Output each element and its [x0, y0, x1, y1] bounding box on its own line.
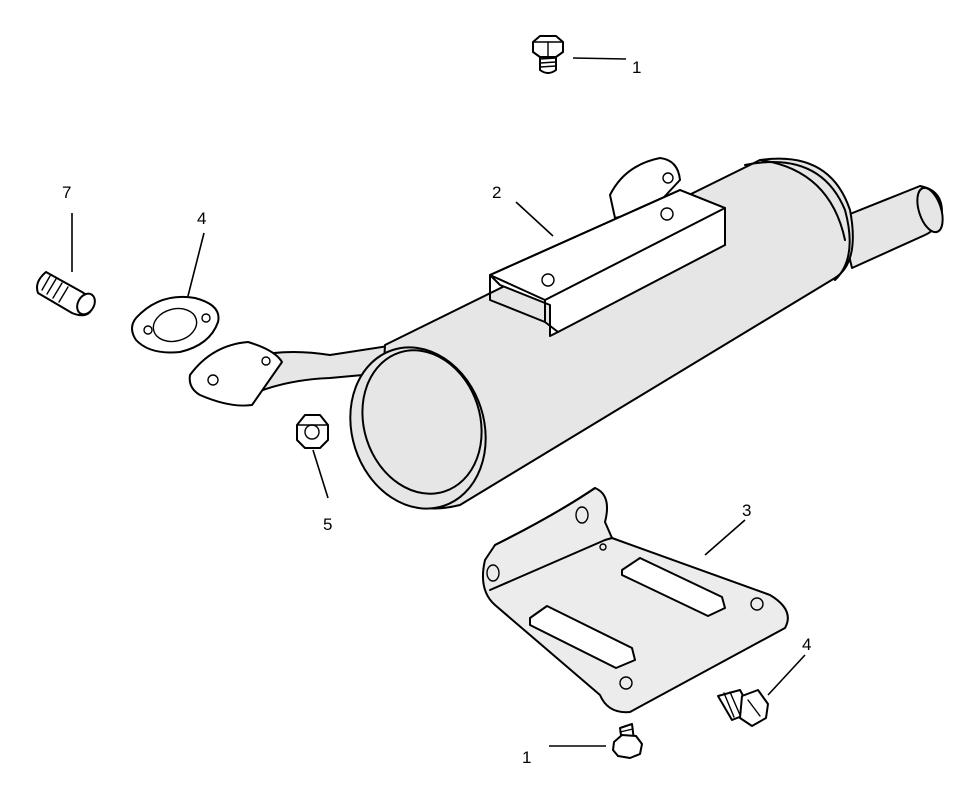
- bolt-right-part: [717, 689, 769, 727]
- callout-2: 2: [492, 183, 501, 202]
- leader-5: [312, 449, 329, 499]
- callout-4-bolt: 4: [802, 635, 811, 654]
- callout-1-bottom: 1: [522, 748, 531, 767]
- callout-7: 7: [62, 183, 71, 202]
- mounting-plate-part: [482, 487, 789, 714]
- bolt-bottom-part: [612, 723, 643, 759]
- gasket-part: [131, 295, 220, 354]
- muffler-mount-bracket: [489, 189, 726, 337]
- bolt-top-part: [532, 35, 564, 74]
- callout-1-top: 1: [632, 58, 641, 77]
- stud-part: [36, 271, 96, 317]
- callout-4-gasket: 4: [197, 209, 206, 228]
- leader-4-gasket: [187, 232, 205, 297]
- callout-3: 3: [742, 501, 751, 520]
- leader-4-bolt: [767, 654, 806, 696]
- leader-2: [515, 201, 554, 237]
- leader-3: [704, 519, 746, 556]
- callout-5: 5: [323, 515, 332, 534]
- muffler-part: [188, 157, 944, 510]
- nut-part: [296, 414, 329, 449]
- leader-1-top: [572, 57, 627, 60]
